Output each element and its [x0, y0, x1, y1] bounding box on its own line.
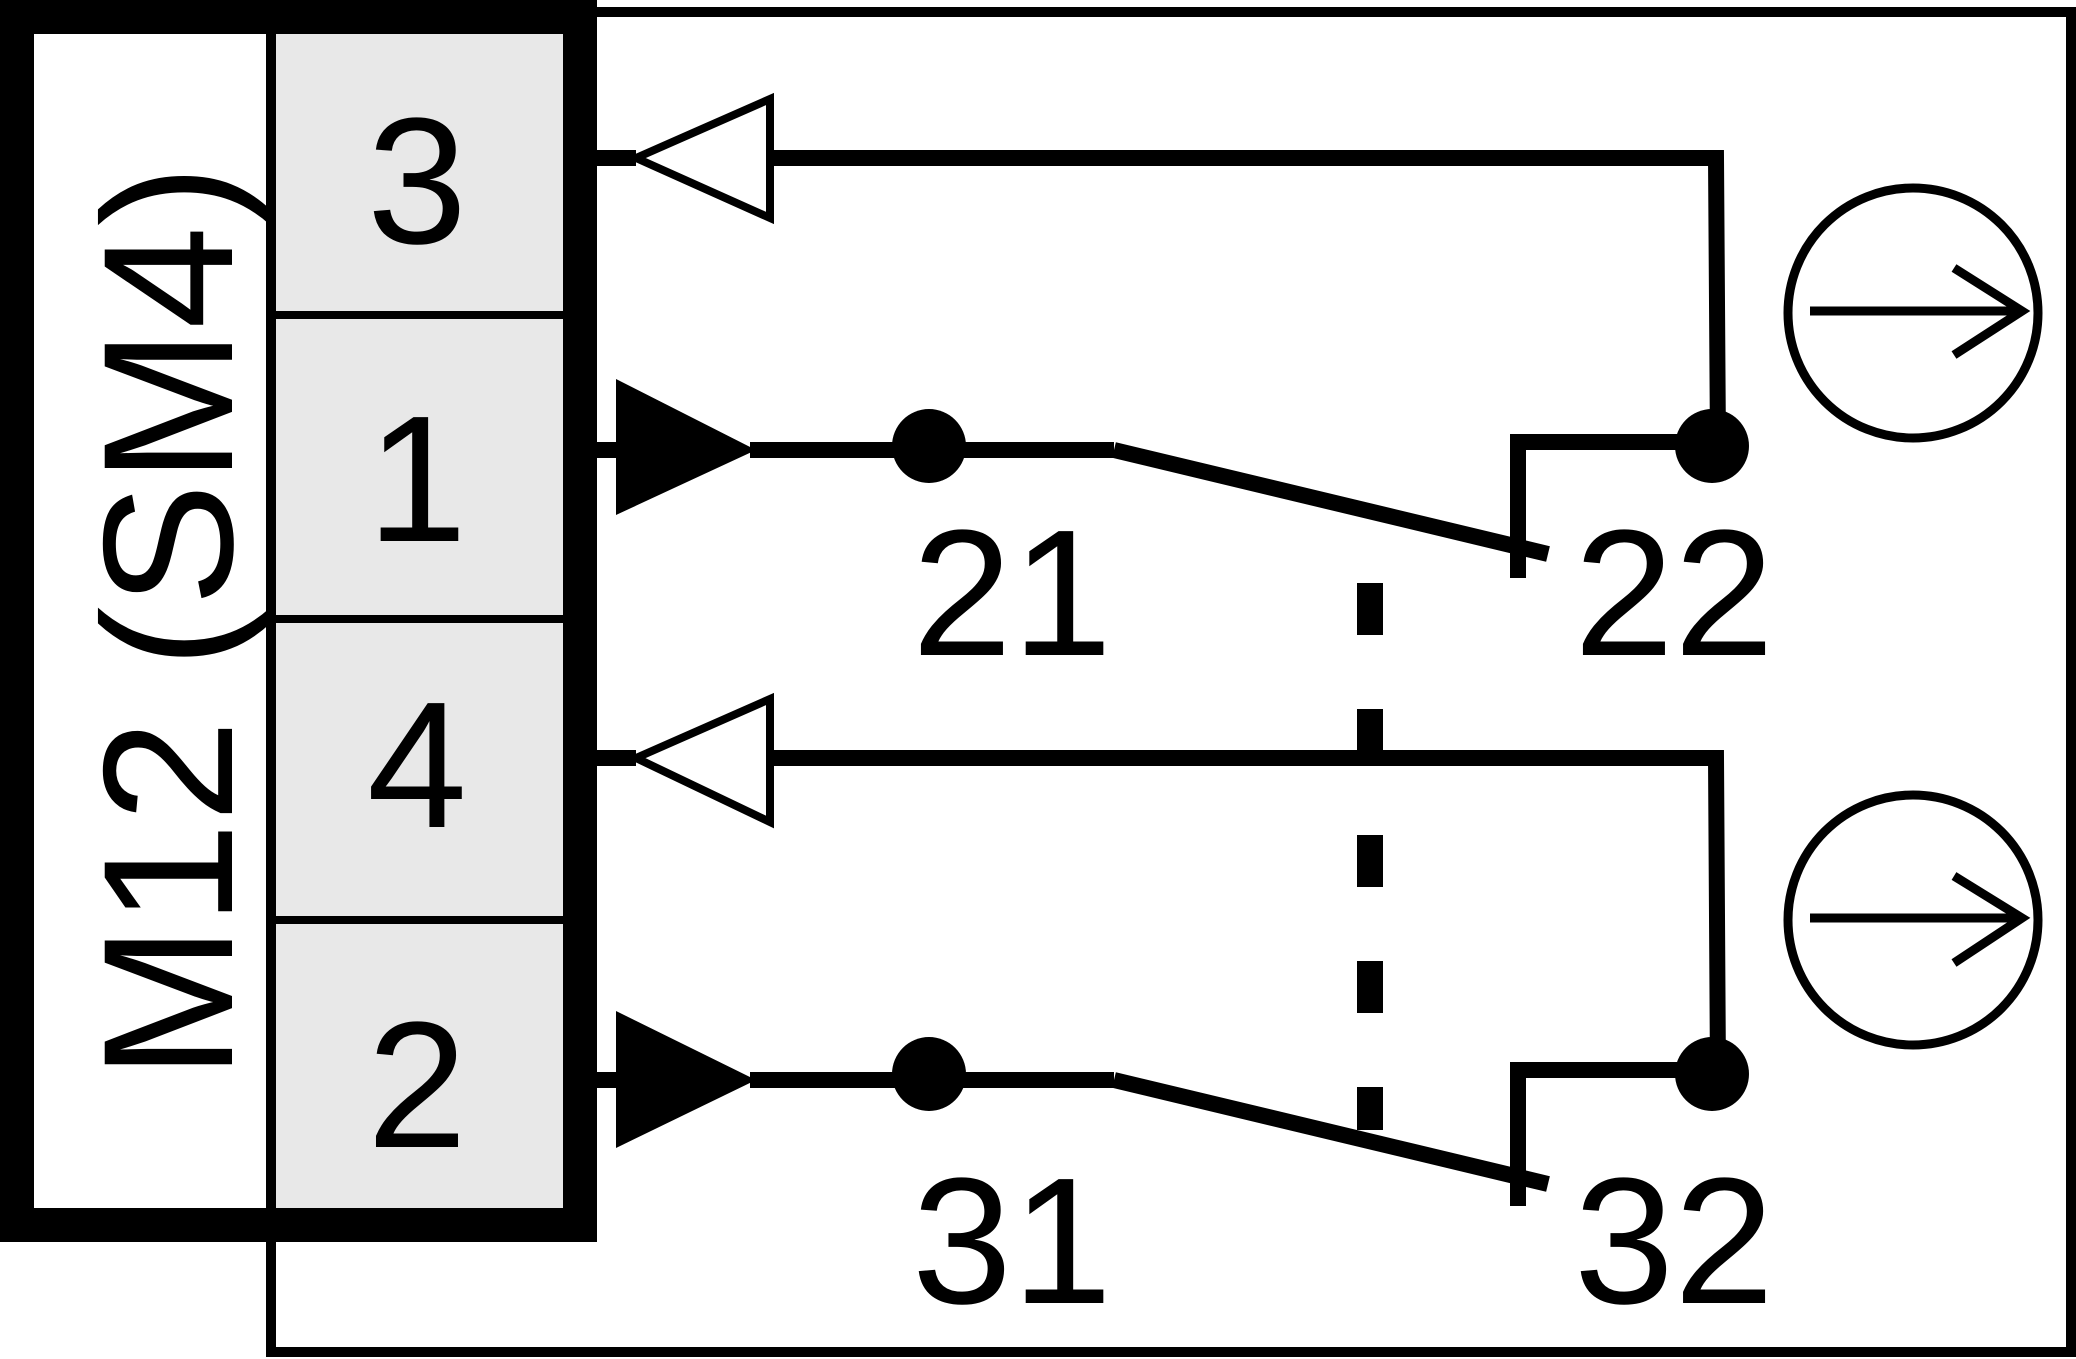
contact-label-32: 32 [1574, 1141, 1774, 1342]
direction-circle-icon [1783, 790, 2043, 1050]
arrow-open-triangle-icon [626, 92, 774, 225]
terminal-dot-21 [892, 409, 966, 483]
pin-number: 1 [367, 379, 467, 580]
contact-label-21: 21 [912, 493, 1112, 694]
terminal-dot-31 [892, 1037, 966, 1111]
connector-label: M12 (SM4) [66, 165, 272, 1080]
direction-circle-icon [1783, 183, 2043, 443]
upper-switch-blade [1112, 442, 1550, 562]
arrow-open-triangle-icon [626, 692, 774, 829]
contact-label-22: 22 [1574, 493, 1774, 694]
lower-switch-blade [1112, 1072, 1550, 1192]
arrow-filled-triangle-icon [616, 379, 756, 515]
lower-nc-contact [1510, 1062, 1716, 1206]
upper-nc-contact [1510, 434, 1716, 578]
terminal-dot-22 [1675, 409, 1749, 483]
lower-return-wire [580, 750, 1726, 1077]
pin-block: 3 1 4 2 [266, 34, 563, 1208]
arrow-filled-triangle-icon [616, 1011, 756, 1148]
terminal-dot-32 [1675, 1037, 1749, 1111]
pin-number: 2 [367, 985, 467, 1186]
contact-label-31: 31 [912, 1141, 1112, 1342]
pin-number: 3 [367, 81, 467, 282]
pin-number: 4 [367, 665, 467, 866]
